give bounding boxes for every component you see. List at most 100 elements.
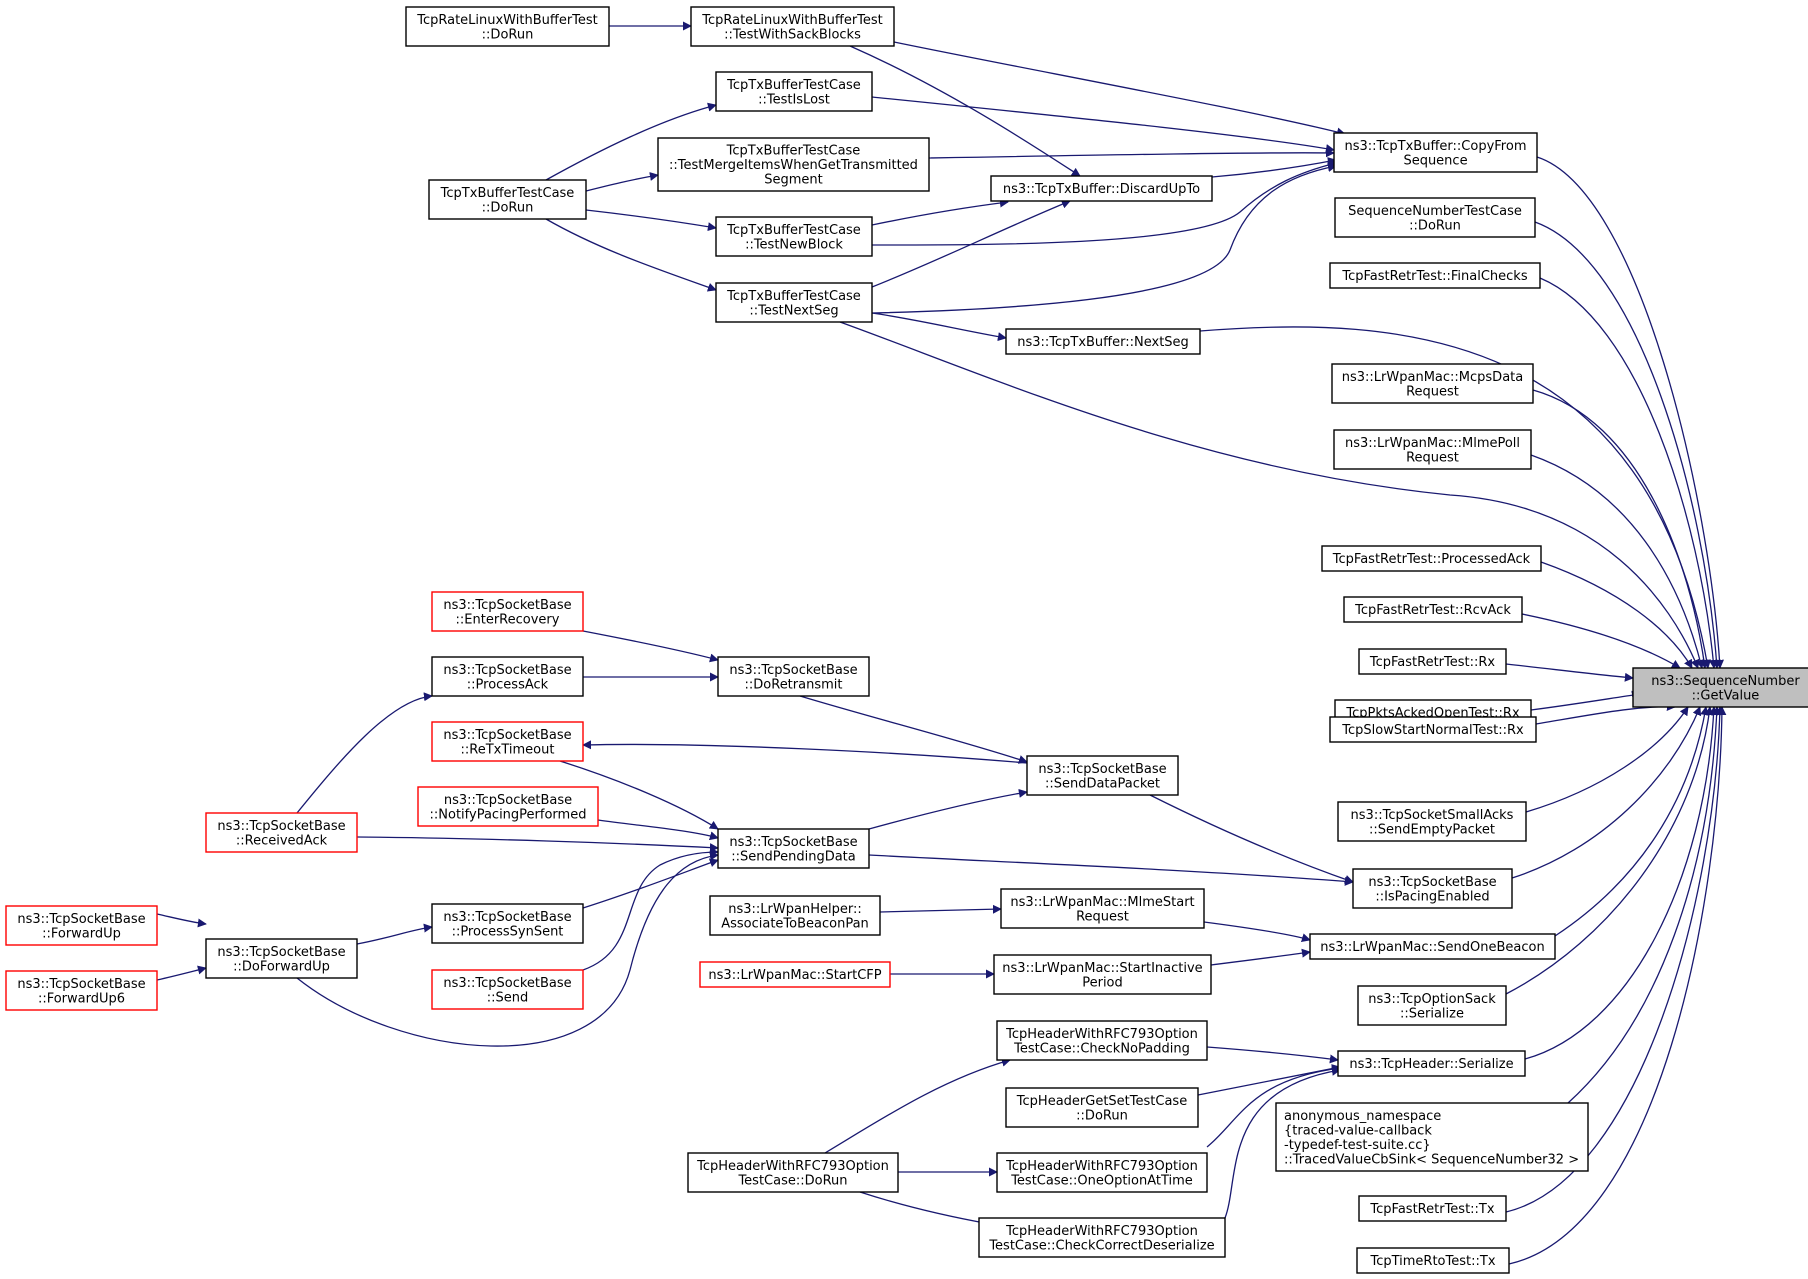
node-label-line: ns3::LrWpanHelper:: — [728, 902, 861, 917]
node-txbuf-dorun[interactable]: TcpTxBufferTestCase::DoRun — [428, 179, 587, 220]
edge-txbuf-dorun-to-testmerge — [585, 171, 659, 192]
edge-processsynsent-to-sendpending — [582, 858, 719, 909]
node-send[interactable]: ns3::TcpSocketBase::Send — [431, 969, 584, 1010]
node-label-line: ::ReceivedAck — [236, 833, 328, 848]
node-checknopadding[interactable]: TcpHeaderWithRFC793OptionTestCase::Check… — [996, 1020, 1208, 1061]
node-label-line: ns3::TcpSocketBase — [443, 598, 571, 613]
node-label-line: ns3::LrWpanMac::MlmePoll — [1345, 436, 1520, 451]
node-testnewblock[interactable]: TcpTxBufferTestCase::TestNewBlock — [715, 216, 873, 257]
node-slowstart-rx[interactable]: TcpSlowStartNormalTest::Rx — [1329, 716, 1537, 743]
node-box — [1333, 429, 1532, 470]
node-label-line: ns3::SequenceNumber — [1651, 674, 1800, 689]
node-label-line: anonymous_namespace — [1284, 1109, 1441, 1124]
node-box — [990, 175, 1213, 202]
edge-testnextseg-to-discardupto — [871, 199, 1071, 288]
node-discardupto[interactable]: ns3::TcpTxBuffer::DiscardUpTo — [990, 175, 1213, 202]
node-box — [417, 786, 599, 827]
node-label-line: TcpTimeRtoTest::Tx — [1369, 1254, 1495, 1269]
node-senddatapacket[interactable]: ns3::TcpSocketBase::SendDataPacket — [1026, 755, 1179, 796]
node-label-line: ns3::TcpTxBuffer::NextSeg — [1017, 335, 1189, 350]
node-label-line: TcpFastRetrTest::RcvAck — [1354, 603, 1511, 618]
node-testislost[interactable]: TcpTxBufferTestCase::TestIsLost — [715, 71, 873, 112]
node-associatebeacon[interactable]: ns3::LrWpanHelper::AssociateToBeaconPan — [709, 895, 881, 936]
node-sendpending[interactable]: ns3::TcpSocketBase::SendPendingData — [717, 828, 870, 869]
node-receivedack[interactable]: ns3::TcpSocketBase::ReceivedAck — [205, 812, 358, 853]
node-forwardup6[interactable]: ns3::TcpSocketBase::ForwardUp6 — [5, 970, 158, 1011]
node-processack[interactable]: ns3::TcpSocketBase::ProcessAck — [431, 656, 584, 697]
node-processsynsent[interactable]: ns3::TcpSocketBase::ProcessSynSent — [431, 903, 584, 944]
edge-optionsack-to-root — [1505, 706, 1714, 995]
node-headergetset[interactable]: TcpHeaderGetSetTestCase::DoRun — [1005, 1087, 1199, 1128]
node-ispacing[interactable]: ns3::TcpSocketBase::IsPacingEnabled — [1352, 868, 1513, 909]
node-sendonebeacon[interactable]: ns3::LrWpanMac::SendOneBeacon — [1309, 933, 1556, 960]
node-label-line: TcpHeaderWithRFC793Option — [1005, 1224, 1198, 1239]
edge-seqnum-dorun-to-root — [1534, 221, 1721, 669]
node-box — [1352, 868, 1513, 909]
node-fastretr-tx[interactable]: TcpFastRetrTest::Tx — [1358, 1195, 1507, 1222]
node-box — [5, 970, 158, 1011]
node-box — [715, 282, 873, 323]
node-root[interactable]: ns3::SequenceNumber::GetValue — [1632, 667, 1808, 708]
nodes-layer: ns3::SequenceNumber::GetValue ns3::TcpTxB… — [5, 6, 1808, 1274]
node-box — [993, 954, 1212, 995]
node-startcfp[interactable]: ns3::LrWpanMac::StartCFP — [699, 961, 891, 988]
node-label-line: TcpFastRetrTest::Tx — [1369, 1202, 1494, 1217]
node-forwardup[interactable]: ns3::TcpSocketBase::ForwardUp — [5, 905, 158, 946]
edge-processedack-to-root — [1540, 561, 1693, 669]
node-timerto-tx[interactable]: TcpTimeRtoTest::Tx — [1356, 1247, 1510, 1274]
node-label-line: ns3::LrWpanMac::StartInactive — [1002, 961, 1202, 976]
edge-txbuf-dorun-to-testnewblock — [585, 209, 717, 232]
node-anon[interactable]: anonymous_namespace{traced-value-callbac… — [1275, 1102, 1589, 1172]
edge-timerto-tx-to-root — [1508, 706, 1727, 1265]
node-testwithsack[interactable]: TcpRateLinuxWithBufferTest::TestWithSack… — [690, 6, 895, 47]
node-checkcorrect[interactable]: TcpHeaderWithRFC793OptionTestCase::Check… — [978, 1217, 1226, 1258]
node-ratelinux-dorun[interactable]: TcpRateLinuxWithBufferTest::DoRun — [405, 6, 610, 47]
node-box — [1329, 262, 1541, 289]
node-nextseg[interactable]: ns3::TcpTxBuffer::NextSeg — [1005, 328, 1201, 355]
node-notifypacing[interactable]: ns3::TcpSocketBase::NotifyPacingPerforme… — [417, 786, 599, 827]
edge-rfc793-dorun-to-checkcorrect — [859, 1191, 991, 1227]
node-box — [5, 905, 158, 946]
edge-sendpending-to-ispacing — [868, 854, 1354, 886]
edge-fastretr-tx-to-root — [1505, 706, 1725, 1213]
node-label-line: ::DoRetransmit — [745, 677, 843, 692]
node-header-serialize[interactable]: ns3::TcpHeader::Serialize — [1337, 1050, 1526, 1077]
edge-mlmepoll-to-root — [1530, 454, 1705, 669]
node-seqnum-dorun[interactable]: SequenceNumberTestCase::DoRun — [1334, 197, 1536, 238]
node-testmerge[interactable]: TcpTxBufferTestCase::TestMergeItemsWhenG… — [657, 137, 930, 192]
node-label-line: ns3::TcpSocketBase — [17, 912, 145, 927]
node-box — [1333, 132, 1538, 173]
node-label-line: TcpSlowStartNormalTest::Rx — [1341, 723, 1524, 738]
node-enterrecovery[interactable]: ns3::TcpSocketBase::EnterRecovery — [431, 591, 584, 632]
node-smallacks[interactable]: ns3::TcpSocketSmallAcks::SendEmptyPacket — [1337, 801, 1527, 842]
edge-testwithsack-to-discardupto — [849, 45, 1081, 177]
node-box — [996, 1020, 1208, 1061]
node-label-line: ns3::TcpSocketBase — [1368, 875, 1496, 890]
node-testnextseg[interactable]: TcpTxBufferTestCase::TestNextSeg — [715, 282, 873, 323]
edge-sendpending-to-senddatapacket — [868, 788, 1028, 830]
node-optionsack[interactable]: ns3::TcpOptionSack::Serialize — [1357, 985, 1507, 1026]
node-processedack[interactable]: TcpFastRetrTest::ProcessedAck — [1321, 545, 1542, 572]
node-oneoption[interactable]: TcpHeaderWithRFC793OptionTestCase::OneOp… — [996, 1152, 1208, 1193]
edge-senddatapacket-to-ispacing — [1149, 794, 1354, 884]
node-retxtimeout[interactable]: ns3::TcpSocketBase::ReTxTimeout — [431, 721, 584, 762]
node-rcvack[interactable]: TcpFastRetrTest::RcvAck — [1343, 596, 1523, 623]
node-label-line: ns3::TcpTxBuffer::CopyFrom — [1345, 139, 1527, 154]
node-box — [699, 961, 891, 988]
edge-testnextseg-to-nextseg — [871, 312, 1007, 342]
edge-startinactive-to-sendonebeacon — [1210, 948, 1311, 966]
node-doforwardup[interactable]: ns3::TcpSocketBase::DoForwardUp — [205, 938, 358, 979]
node-doretransmit[interactable]: ns3::TcpSocketBase::DoRetransmit — [717, 656, 870, 697]
edge-header-serialize-to-root — [1524, 706, 1719, 1060]
node-fastretr-final[interactable]: TcpFastRetrTest::FinalChecks — [1329, 262, 1541, 289]
node-fastretr-rx[interactable]: TcpFastRetrTest::Rx — [1358, 648, 1507, 675]
edge-testislost-to-copyfrom — [871, 96, 1335, 154]
node-label-line: TcpHeaderWithRFC793Option — [1005, 1027, 1198, 1042]
